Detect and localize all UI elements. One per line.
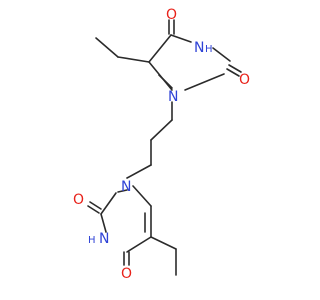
- bond: [100, 192, 117, 215]
- bond: [117, 56, 150, 63]
- bond: [228, 64, 242, 73]
- bond: [95, 37, 119, 58]
- atom-h-bottom: H: [88, 235, 96, 246]
- atom-n-bottom: N: [121, 179, 131, 195]
- atom-n-bottom-h: N: [99, 231, 109, 247]
- bond: [170, 34, 192, 43]
- atom-o-top-carbonyl: O: [166, 7, 177, 23]
- bond: [87, 205, 100, 214]
- bond: [89, 201, 102, 210]
- molecule-structure: O N H O N N O H N O: [73, 7, 250, 282]
- bond: [150, 119, 173, 141]
- atom-o-bottom-carbonyl: O: [121, 266, 132, 282]
- bond: [158, 74, 173, 89]
- bond: [226, 68, 240, 77]
- bond: [126, 236, 152, 253]
- atom-labels: O N H O N N O H N O: [73, 7, 250, 282]
- bond: [132, 185, 152, 207]
- bond: [150, 236, 177, 250]
- atom-n-top-h: N: [194, 40, 204, 56]
- atom-h-top: H: [205, 44, 213, 55]
- bond: [184, 73, 225, 91]
- atom-o-top-side: O: [239, 72, 250, 88]
- bond: [100, 213, 107, 233]
- bond: [126, 164, 152, 179]
- bond: [148, 34, 172, 63]
- atom-n-top: N: [168, 89, 178, 105]
- atom-o-bottom-side: O: [73, 192, 84, 208]
- bond: [117, 189, 128, 193]
- bond: [212, 47, 231, 62]
- bonds: [87, 19, 242, 276]
